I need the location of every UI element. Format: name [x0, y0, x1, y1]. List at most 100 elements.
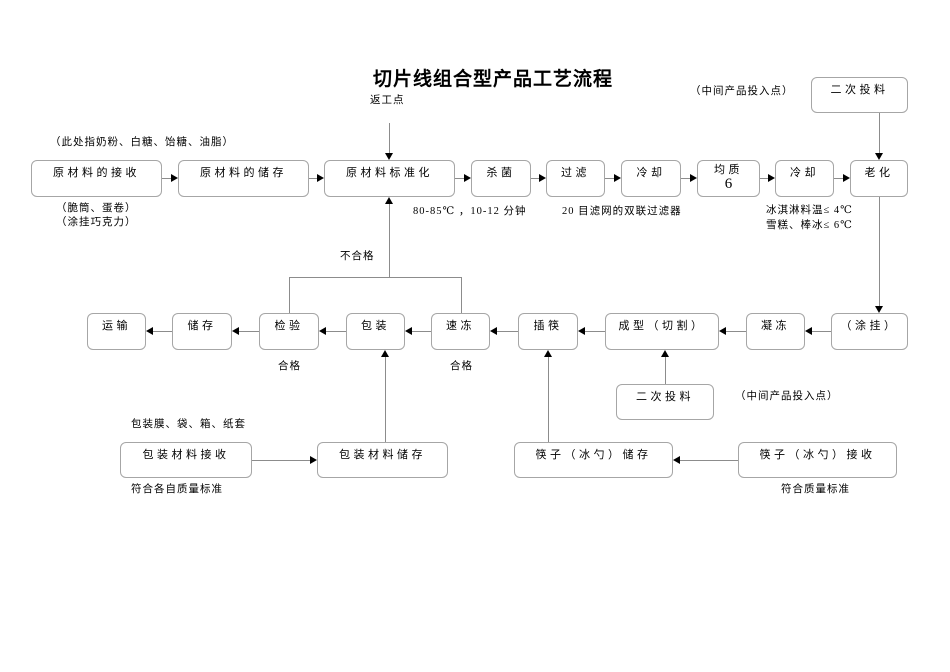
connector-line: [680, 460, 738, 461]
connector-line: [879, 197, 880, 306]
connector-line: [389, 204, 390, 277]
arrowhead-right-icon: [768, 174, 775, 182]
box-label: 冷却: [636, 167, 666, 179]
box-label: 筷子（冰勺）储存: [535, 449, 652, 461]
arrowhead-right-icon: [317, 174, 324, 182]
connector-line: [812, 331, 831, 332]
arrowhead-right-icon: [843, 174, 850, 182]
box-label: 成型（切割）: [618, 320, 706, 332]
box-quick-freezing: 速冻: [431, 313, 490, 350]
connector-line: [289, 277, 290, 313]
box-label: 运输: [102, 320, 131, 332]
box-label: 原材料的储存: [200, 167, 287, 179]
box-raw-material-storage: 原材料的储存: [178, 160, 309, 197]
cooling-note-1: 冰淇淋料温≤ 4℃: [766, 205, 853, 216]
box-filtration: 过滤: [546, 160, 605, 197]
box-label: 杀菌: [486, 167, 516, 179]
box-label: 速冻: [446, 320, 475, 332]
arrowhead-right-icon: [690, 174, 697, 182]
connector-line: [455, 178, 464, 179]
box-label: 原材料的接收: [53, 167, 140, 179]
box-aging: 老化: [850, 160, 908, 197]
receive-note-1: （脆筒、蛋卷）: [56, 203, 137, 214]
connector-line: [309, 178, 317, 179]
box-label: 包装: [361, 320, 390, 332]
box-hardening: 凝冻: [746, 313, 805, 350]
unqualified-label: 不合格: [340, 251, 375, 262]
arrowhead-up-icon: [661, 350, 669, 357]
connector-line: [605, 178, 614, 179]
intermediate-point-mid-label: （中间产品投入点）: [735, 391, 839, 402]
connector-line: [252, 460, 310, 461]
box-label: 筷子（冰勺）接收: [759, 449, 876, 461]
box-label: 二次投料: [636, 391, 694, 403]
arrowhead-left-icon: [319, 327, 326, 335]
connector-line: [389, 123, 390, 153]
arrowhead-right-icon: [171, 174, 178, 182]
box-raw-material-receiving: 原材料的接收: [31, 160, 162, 197]
box-label: 包装材料接收: [142, 449, 230, 461]
box-storage: 储存: [172, 313, 232, 350]
connector-line: [412, 331, 431, 332]
box-forming-cutting: 成型（切割）: [605, 313, 719, 350]
connector-line: [834, 178, 843, 179]
arrowhead-left-icon: [490, 327, 497, 335]
box-label: 均质: [714, 164, 743, 176]
box-stick-storage: 筷子（冰勺）储存: [514, 442, 673, 478]
arrowhead-left-icon: [146, 327, 153, 335]
box-transport: 运输: [87, 313, 146, 350]
box-label: 凝冻: [761, 320, 790, 332]
box-label-number: 6: [724, 176, 733, 192]
arrowhead-up-icon: [544, 350, 552, 357]
arrowhead-left-icon: [719, 327, 726, 335]
arrowhead-right-icon: [310, 456, 317, 464]
arrowhead-left-icon: [805, 327, 812, 335]
box-coating: （涂挂）: [831, 313, 908, 350]
connector-line: [548, 357, 549, 442]
box-cooling-2: 冷却: [775, 160, 834, 197]
connector-line: [726, 331, 746, 332]
arrowhead-left-icon: [578, 327, 585, 335]
box-raw-material-standardization: 原材料标准化: [324, 160, 455, 197]
qualified-label-freeze: 合格: [450, 361, 473, 372]
box-packaging-material-receiving: 包装材料接收: [120, 442, 252, 478]
connector-line: [681, 178, 690, 179]
intermediate-point-top-label: （中间产品投入点）: [690, 86, 794, 97]
box-label: 过滤: [561, 167, 590, 179]
receive-note-2: （涂挂巧克力）: [56, 217, 137, 228]
box-label: 储存: [187, 320, 217, 332]
arrowhead-right-icon: [539, 174, 546, 182]
filter-note: 20 目滤网的双联过滤器: [562, 206, 682, 217]
box-stick-insertion: 插筷: [518, 313, 578, 350]
box-label: （涂挂）: [840, 320, 899, 332]
connector-line: [153, 331, 172, 332]
connector-line: [289, 277, 461, 278]
arrowhead-right-icon: [464, 174, 471, 182]
box-cooling-1: 冷却: [621, 160, 681, 197]
arrowhead-up-icon: [385, 197, 393, 204]
cooling-note-2: 雪糕、棒冰≤ 6℃: [766, 220, 853, 231]
box-label: 包装材料储存: [339, 449, 426, 461]
connector-line: [326, 331, 346, 332]
page-title: 切片线组合型产品工艺流程: [373, 69, 614, 90]
box-stick-receiving: 筷子（冰勺）接收: [738, 442, 897, 478]
connector-line: [585, 331, 605, 332]
sterilize-note: 80-85℃ ，10-12 分钟: [413, 206, 527, 217]
box-label: 二次投料: [830, 84, 889, 96]
box-label: 冷却: [790, 167, 819, 179]
packaging-note: 包装膜、袋、箱、纸套: [131, 419, 246, 430]
connector-line: [239, 331, 259, 332]
raw-materials-note: （此处指奶粉、白糖、饴糖、油脂）: [50, 137, 234, 148]
arrowhead-left-icon: [405, 327, 412, 335]
connector-line: [497, 331, 518, 332]
box-secondary-feeding-mid: 二次投料: [616, 384, 714, 420]
connector-line: [531, 178, 539, 179]
connector-line: [879, 113, 880, 153]
packaging-standard-label: 符合各自质量标准: [131, 484, 223, 495]
connector-line: [162, 178, 171, 179]
box-sterilization: 杀菌: [471, 160, 531, 197]
box-secondary-feeding-top: 二次投料: [811, 77, 908, 113]
stick-standard-label: 符合质量标准: [781, 484, 850, 495]
